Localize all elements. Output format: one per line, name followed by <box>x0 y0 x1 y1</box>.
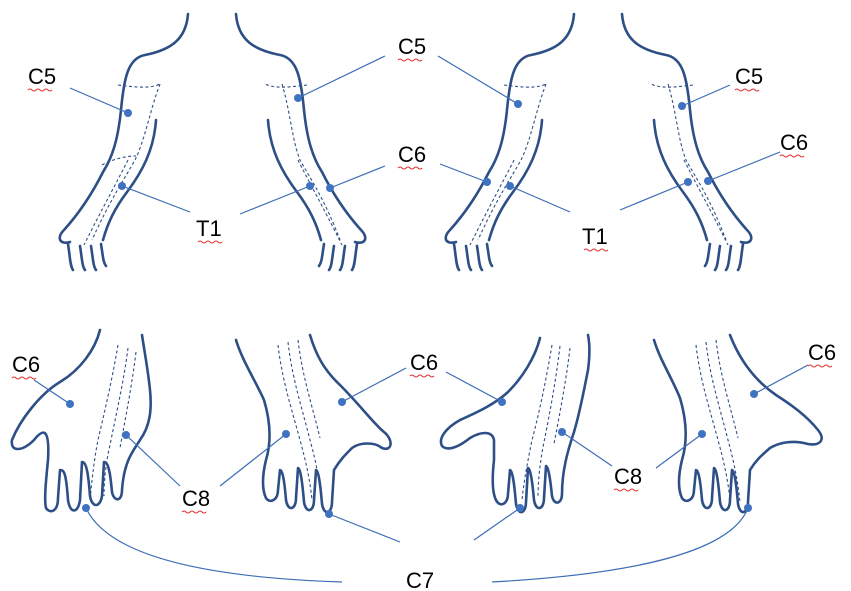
label-t1-b: T1 <box>582 224 608 249</box>
arm-4 <box>622 14 751 270</box>
label-c6-b: C6 <box>780 130 808 155</box>
label-t1-a: T1 <box>196 216 222 241</box>
hand-2 <box>236 335 391 512</box>
leader-lines <box>34 56 808 582</box>
label-c6-a: C6 <box>398 142 426 167</box>
label-c8-a: C8 <box>182 486 210 511</box>
hand-4 <box>654 335 822 512</box>
arm-2 <box>236 14 365 270</box>
arm-1 <box>60 14 188 270</box>
arm-3 <box>446 14 574 270</box>
label-c5-b: C5 <box>398 34 426 59</box>
label-c6-h1: C6 <box>12 352 40 377</box>
hand-3 <box>441 335 590 512</box>
label-c5-c: C5 <box>735 64 763 89</box>
label-c6-h3: C6 <box>808 340 836 365</box>
label-c6-h2: C6 <box>410 350 438 375</box>
label-c7: C7 <box>406 568 434 591</box>
label-c8-b: C8 <box>614 464 642 489</box>
label-c5-a: C5 <box>28 64 56 89</box>
labels: C5 C5 C5 C6 C6 T1 T1 C6 C6 C6 C8 C8 C7 <box>12 34 836 591</box>
